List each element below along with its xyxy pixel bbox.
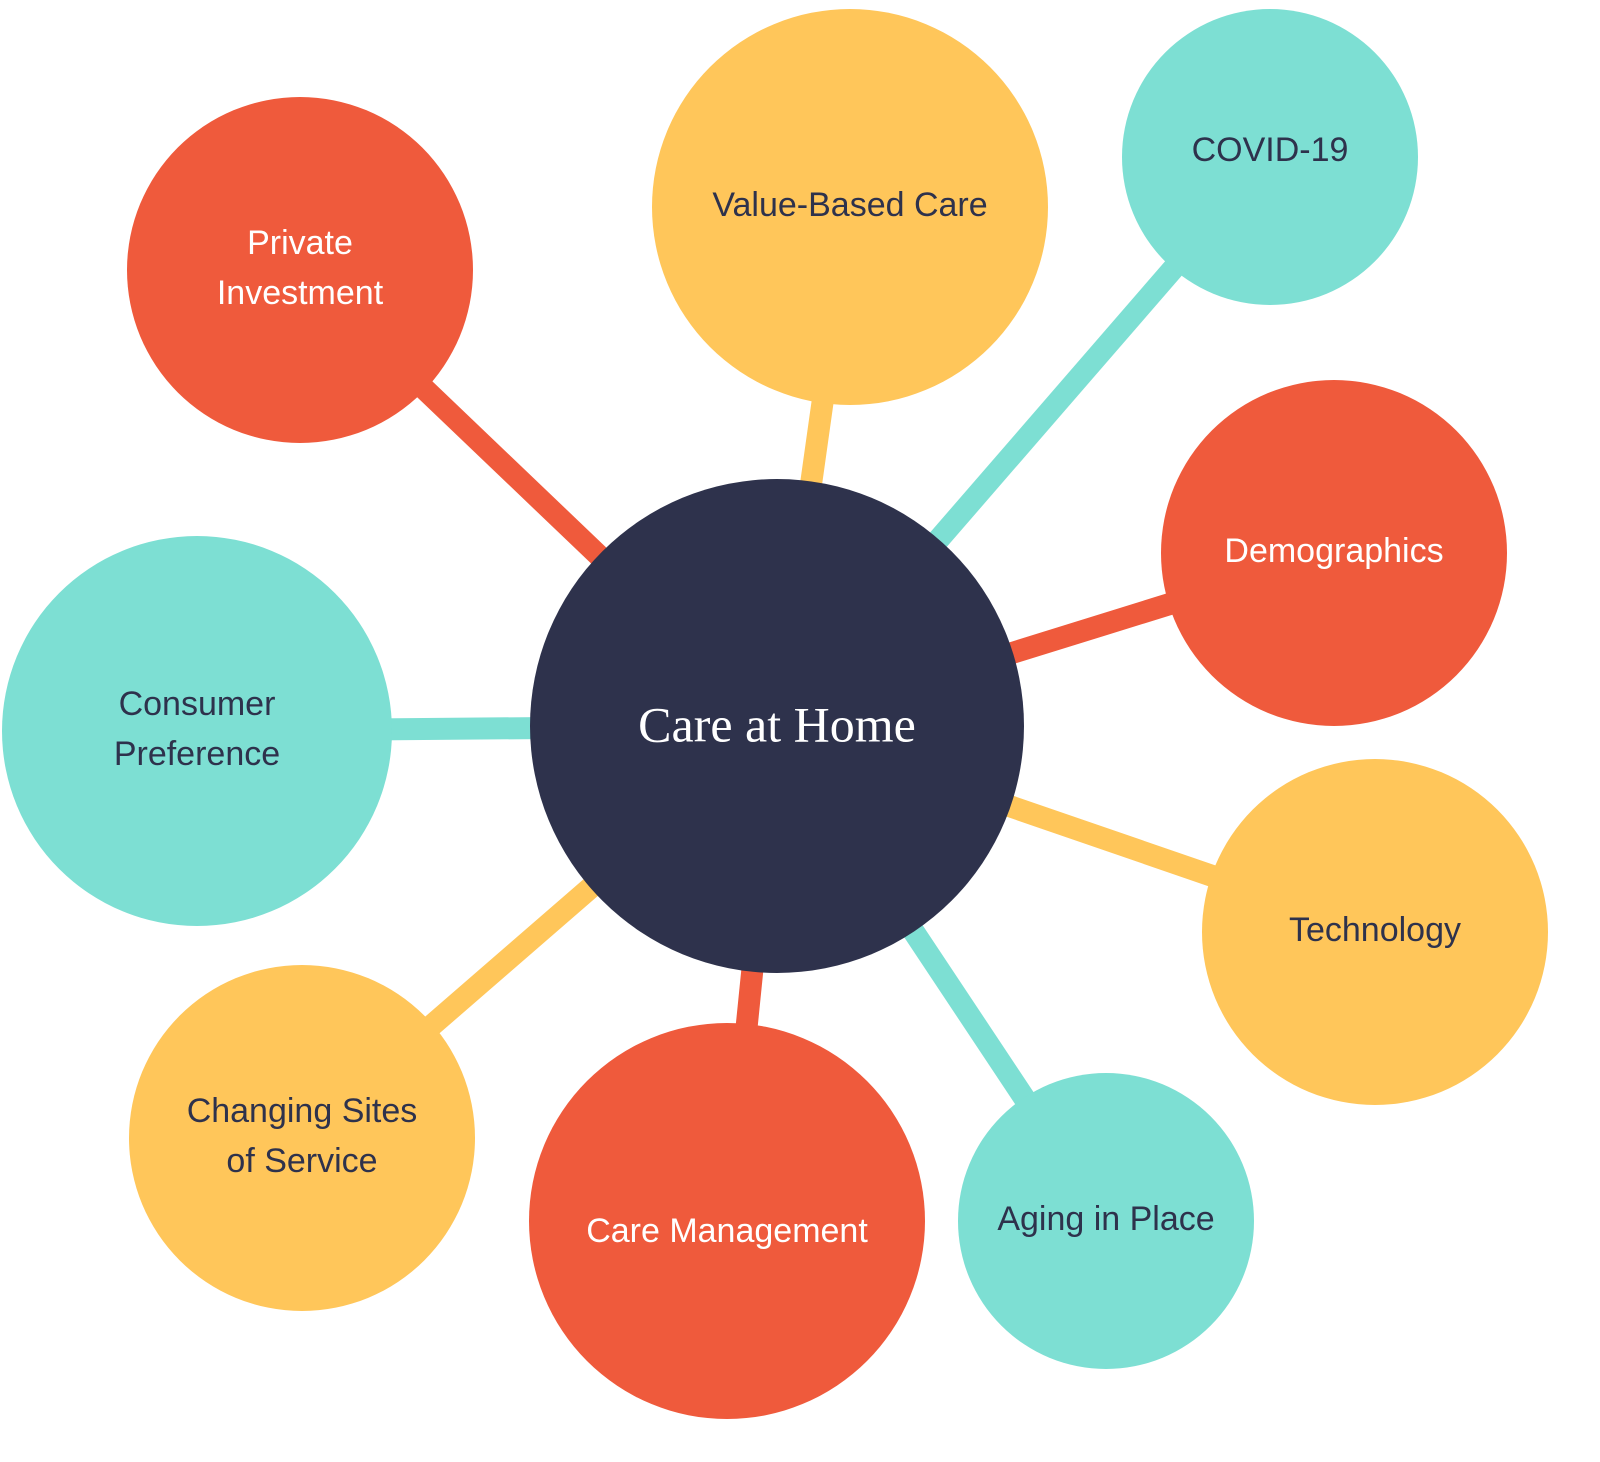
node-demographics: Demographics (1161, 380, 1507, 726)
node-technology: Technology (1202, 759, 1548, 1105)
node-circle (529, 1023, 925, 1419)
center-node: Care at Home (530, 479, 1024, 973)
node-covid-19: COVID-19 (1122, 9, 1418, 305)
node-circle (652, 9, 1048, 405)
node-circle (1202, 759, 1548, 1105)
node-label: Consumer (119, 685, 276, 723)
node-label: Private (247, 224, 353, 262)
node-circle (127, 97, 473, 443)
node-label: Aging in Place (997, 1200, 1214, 1238)
node-value-based-care: Value-Based Care (652, 9, 1048, 405)
node-label: of Service (226, 1142, 377, 1180)
node-label: Technology (1289, 911, 1461, 949)
node-circle (129, 965, 475, 1311)
node-changing-sites-of-service: Changing Sites of Service (129, 965, 475, 1311)
node-label: Changing Sites (187, 1092, 418, 1130)
center-circle (530, 479, 1024, 973)
node-aging-in-place: Aging in Place (958, 1073, 1254, 1369)
node-circle (1122, 9, 1418, 305)
node-label: COVID-19 (1192, 131, 1349, 169)
node-circle (2, 536, 392, 926)
node-label: Demographics (1224, 532, 1443, 570)
node-label: Investment (217, 274, 384, 312)
node-circle (1161, 380, 1507, 726)
node-label: Care Management (586, 1212, 868, 1250)
node-label: Preference (114, 735, 280, 773)
node-circle (958, 1073, 1254, 1369)
node-label: Value-Based Care (712, 186, 987, 224)
center-label: Care at Home (638, 696, 916, 752)
node-care-management: Care Management (529, 1023, 925, 1419)
